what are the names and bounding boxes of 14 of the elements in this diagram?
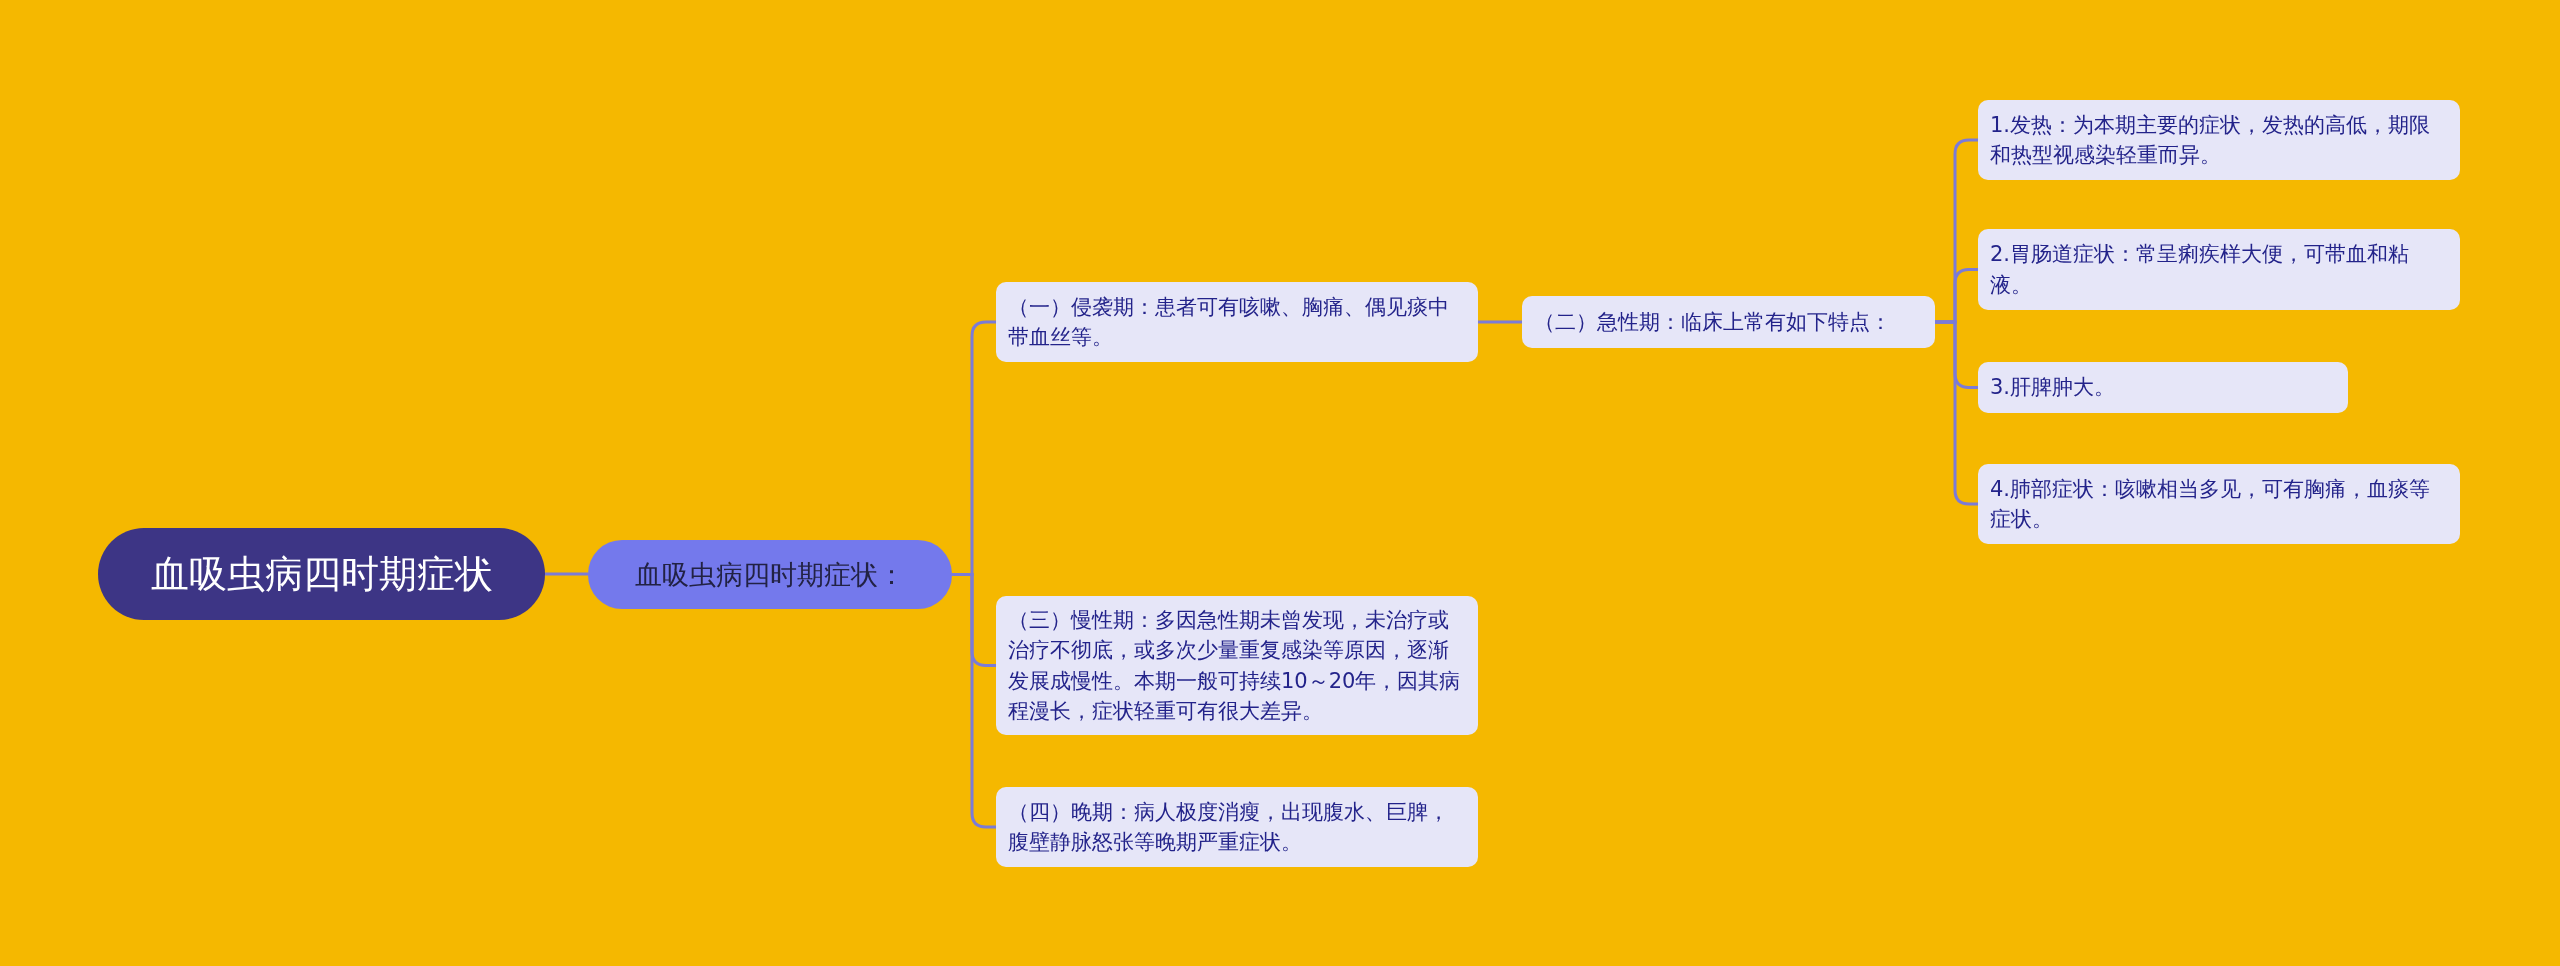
topic-box: 2.胃肠道症状：常呈痢疾样大便，可带血和粘液。 (1978, 229, 2460, 310)
topic-box: （一）侵袭期：患者可有咳嗽、胸痛、偶见痰中带血丝等。 (996, 282, 1478, 362)
topic-box: 1.发热：为本期主要的症状，发热的高低，期限和热型视感染轻重而异。 (1978, 100, 2460, 180)
main-topic: 血吸虫病四时期症状： (588, 540, 952, 609)
connector-line (952, 573, 996, 829)
topic-box: 3.肝脾肿大。 (1978, 362, 2348, 413)
central-topic: 血吸虫病四时期症状 (98, 528, 545, 620)
topic-box: （四）晚期：病人极度消瘦，出现腹水、巨脾，腹壁静脉怒张等晚期严重症状。 (996, 787, 1478, 867)
connector-line (545, 572, 588, 576)
topic-box: 4.肺部症状：咳嗽相当多见，可有胸痛，血痰等症状。 (1978, 464, 2460, 544)
connector-line (1478, 320, 1522, 324)
topic-box: （三）慢性期：多因急性期未曾发现，未治疗或治疗不彻底，或多次少量重复感染等原因，逐渐发展成慢性。本期一般可持续10～20年，因其病程漫长，症状轻重可有很大差异。 (996, 596, 1478, 735)
connector-line (1935, 320, 1978, 506)
topic-box: （二）急性期：临床上常有如下特点： (1522, 296, 1935, 348)
